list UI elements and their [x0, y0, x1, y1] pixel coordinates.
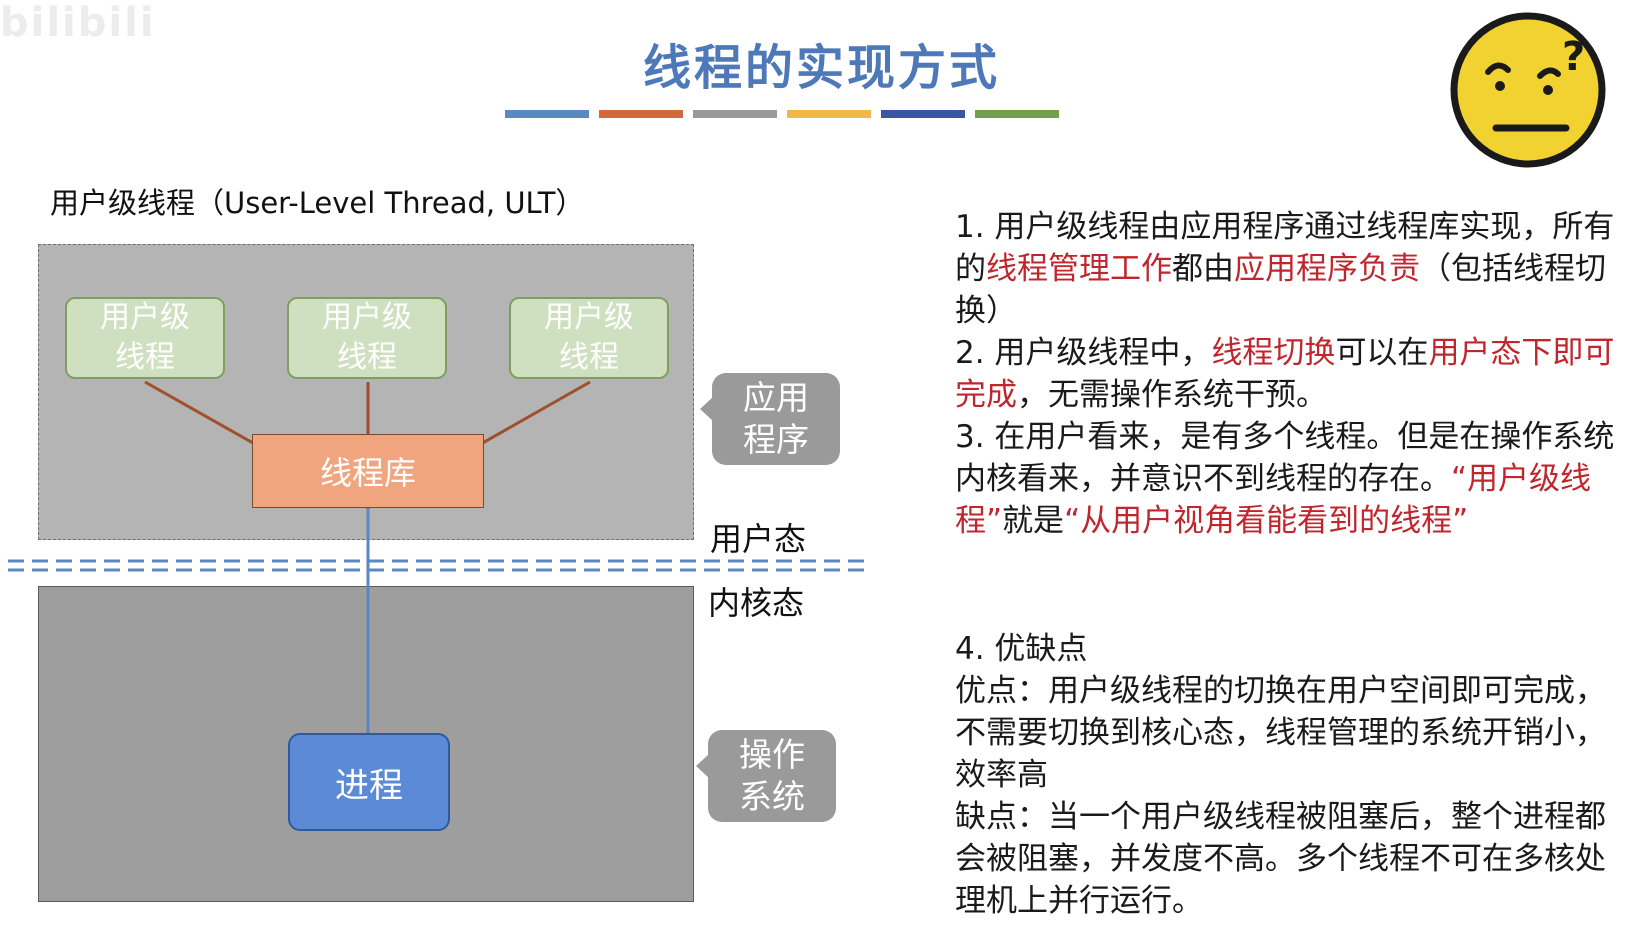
point-3-text-b: 就是 [1002, 503, 1065, 539]
application-callout: 应用 程序 [700, 373, 840, 465]
advantages-text: 优点：用户级线程的切换在用户空间即可完成，不需要切换到核心态，线程管理的系统开销… [955, 673, 1606, 793]
os-callout: 操作 系统 [696, 730, 836, 822]
point-4-heading: 4. 优缺点 [955, 631, 1088, 667]
color-bar-segment [693, 110, 777, 118]
kernel-mode-label: 内核态 [708, 584, 805, 622]
process-box: 进程 [288, 733, 450, 831]
point-1-text-a: 1. 用户级线程由应用程序通过线程库实现，所有的 [955, 209, 1615, 287]
color-bar [505, 110, 1059, 118]
point-3: 3. 在用户看来，是有多个线程。但是在操作系统内核看来，并意识不到线程的存在。“… [955, 416, 1625, 542]
point-2-text-c: ，无需操作系统干预。 [1017, 377, 1327, 413]
color-bar-segment [599, 110, 683, 118]
point-1: 1. 用户级线程由应用程序通过线程库实现，所有的线程管理工作都由应用程序负责（包… [955, 206, 1625, 332]
point-3-highlight-2: “从用户视角看能看到的线程” [1064, 503, 1469, 539]
user-level-thread-box[interactable]: 用户级 线程 [509, 297, 669, 379]
point-1-text-b: 都由 [1172, 251, 1234, 287]
slide-title: 线程的实现方式 [642, 40, 1000, 96]
point-2-highlight-2: 用户态下即可完成 [955, 335, 1615, 413]
point-1-highlight-1: 线程管理工作 [986, 251, 1172, 287]
color-bar-segment [975, 110, 1059, 118]
user-mode-label: 用户态 [710, 520, 807, 558]
disadvantages-text: 缺点：当一个用户级线程被阻塞后，整个进程都会被阻塞，并发度不高。多个线程不可在多… [955, 799, 1606, 919]
color-bar-segment [881, 110, 965, 118]
point-3-highlight-1: “用户级线程” [955, 461, 1592, 539]
point-2: 2. 用户级线程中，线程切换可以在用户态下即可完成，无需操作系统干预。 [955, 332, 1625, 416]
thinking-face-icon: ? [1450, 12, 1606, 168]
user-level-thread-box[interactable]: 用户级 线程 [65, 297, 225, 379]
bilibili-watermark: bilibili [0, 0, 156, 46]
thread-library-box: 线程库 [252, 434, 484, 508]
point-2-highlight-1: 线程切换 [1211, 335, 1336, 371]
point-2-text-b: 可以在 [1335, 335, 1429, 371]
color-bar-segment [505, 110, 589, 118]
point-1-highlight-2: 应用程序负责 [1234, 251, 1420, 287]
svg-text:?: ? [1562, 34, 1585, 80]
point-2-text-a: 2. 用户级线程中， [955, 335, 1212, 371]
point-3-text: 3. 在用户看来，是有多个线程。但是在操作系统内核看来，并意识不到线程的存在。 [955, 419, 1615, 497]
section-label: 用户级线程（User-Level Thread, ULT） [50, 186, 585, 220]
color-bar-segment [787, 110, 871, 118]
point-1-text-c: （包括线程切换） [955, 251, 1606, 329]
user-level-thread-box[interactable]: 用户级 线程 [287, 297, 447, 379]
